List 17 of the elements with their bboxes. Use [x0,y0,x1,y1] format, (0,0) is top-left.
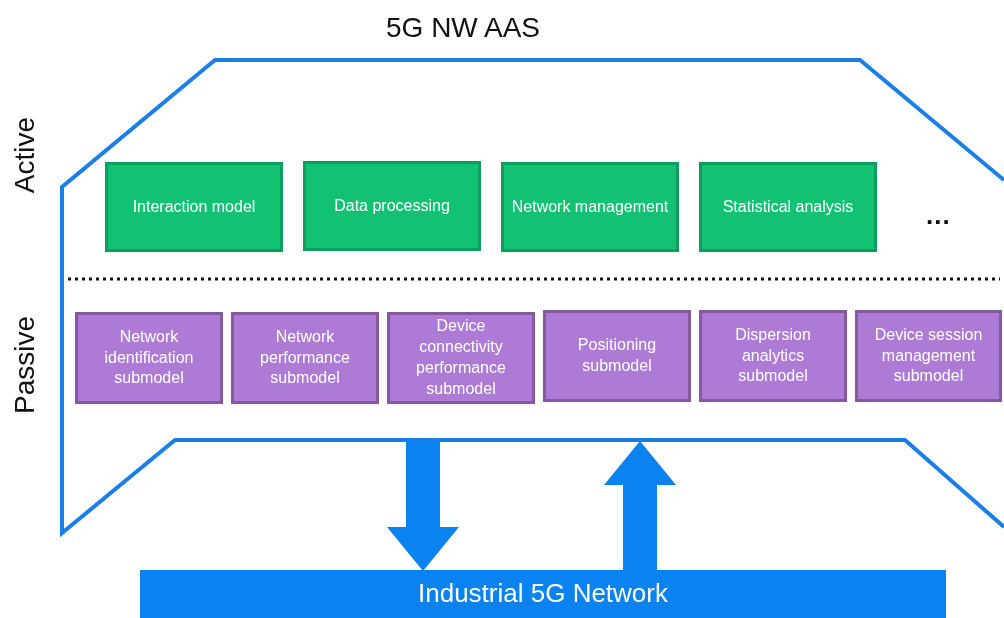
function-box: Statistical analysis [699,162,877,252]
layer-label: Active [9,116,41,194]
submodel-box: Device connectivity performance submodel [387,312,535,404]
function-box: Data processing [303,161,481,251]
submodel-box: Positioning submodel [543,310,691,402]
layer-label: Passive [9,316,41,414]
network-bar: Industrial 5G Network [140,570,946,618]
submodel-box: Network identification submodel [75,312,223,404]
function-box: Network management [501,162,679,252]
block-arrow [387,441,459,571]
ellipsis-label: ... [926,200,951,231]
function-box: Interaction model [105,162,283,252]
submodel-box: Network performance submodel [231,312,379,404]
submodel-box: Dispersion analytics submodel [699,310,847,402]
submodel-box: Device session management submodel [855,310,1002,402]
block-arrow [604,441,676,571]
shell-heading: 5G NW AAS [386,12,541,44]
